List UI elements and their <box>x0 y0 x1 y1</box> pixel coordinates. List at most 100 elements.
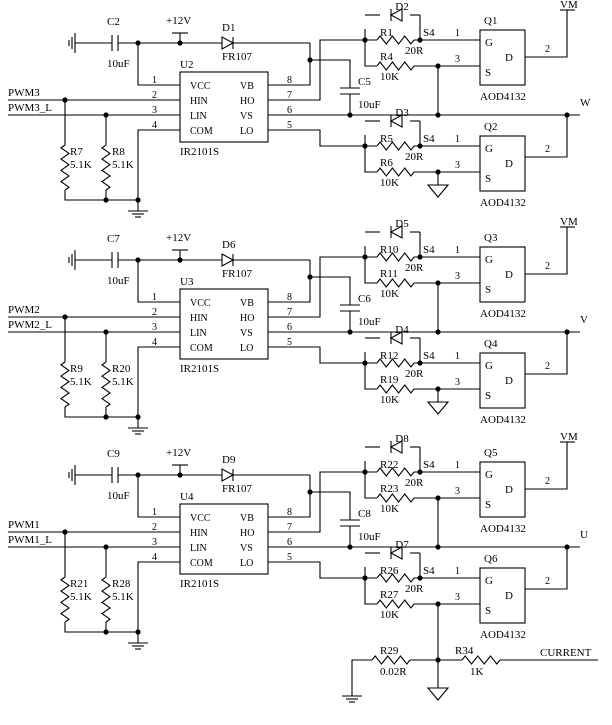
driver-pin-number: 2 <box>152 90 157 101</box>
resistor-zigzag <box>376 167 415 177</box>
resistor-value: 20R <box>405 45 424 57</box>
wire <box>137 561 180 637</box>
driver-pin-number: 1 <box>152 292 157 303</box>
wire <box>268 561 340 579</box>
wire <box>364 146 377 173</box>
ground-icon <box>128 205 148 218</box>
diode-body <box>389 440 403 454</box>
wire <box>137 475 180 518</box>
diode-body <box>221 36 235 50</box>
resistor-value: 20R <box>405 368 424 380</box>
driver-pin-name: LIN <box>190 543 207 554</box>
gate-discharge-diode <box>389 440 403 454</box>
wire <box>310 276 351 305</box>
diode-ref: D2 <box>395 1 408 13</box>
fet-pin-s: S <box>485 173 491 185</box>
fet-pin-d: D <box>505 269 513 281</box>
resistor-zigzag <box>376 252 415 262</box>
pwm-pulldown-resistor <box>101 361 111 408</box>
supply-label: +12V <box>166 232 191 244</box>
resistor-value: 0.02R <box>380 666 407 678</box>
fet-pin-d: D <box>505 52 513 64</box>
diode-body <box>389 8 403 22</box>
switch-ref: S4 <box>423 244 435 256</box>
ground-icon <box>128 637 148 650</box>
resistor-value: 5.1K <box>70 591 92 603</box>
pwm-high-net: PWM3 <box>8 87 40 99</box>
driver-pin-name: COM <box>190 558 213 569</box>
resistor-ref: R21 <box>70 578 88 590</box>
supply-label: +12V <box>166 447 191 459</box>
resistor-ref: R23 <box>380 483 399 495</box>
wire <box>64 190 138 201</box>
wire <box>268 129 340 147</box>
junction-dot <box>435 495 441 501</box>
wire <box>364 257 377 284</box>
gate-discharge-diode <box>389 8 403 22</box>
driver-pin-number: 1 <box>152 507 157 518</box>
resistor-zigzag <box>376 384 415 394</box>
resistor-zigzag <box>371 655 411 665</box>
wire <box>364 40 377 67</box>
diode-ref: D5 <box>395 218 409 230</box>
resistor-zigzag <box>101 361 111 408</box>
diode-ref: D6 <box>222 239 236 251</box>
fet-pin-d: D <box>505 484 513 496</box>
fet-pin-number: 3 <box>455 486 460 497</box>
gate-pulldown-resistor <box>376 167 415 177</box>
fet-pin-s: S <box>485 67 491 79</box>
diode-value: FR107 <box>222 483 252 495</box>
fet-pin-number: 2 <box>545 576 550 587</box>
wire <box>268 471 340 533</box>
pwm-high-net: PWM2 <box>8 304 40 316</box>
fet-pin-number: 3 <box>455 592 460 603</box>
phase-output-net: U <box>580 529 588 541</box>
gate-pulldown-resistor <box>376 599 415 609</box>
gate-resistor <box>376 141 415 151</box>
junction-dot <box>417 254 423 260</box>
wire <box>364 363 377 390</box>
driver-part-number: IR2101S <box>180 363 219 375</box>
gate-resistor <box>376 358 415 368</box>
gate-discharge-diode <box>389 331 403 345</box>
junction-dot <box>417 575 423 581</box>
wire <box>364 578 377 605</box>
wire <box>525 332 568 375</box>
driver-pin-name: VCC <box>190 81 211 92</box>
resistor-zigzag <box>60 576 70 623</box>
driver-pin-name: HIN <box>190 96 208 107</box>
fet-part-number: AOD4132 <box>480 91 526 103</box>
driver-pin-number: 2 <box>152 522 157 533</box>
switch-ref: S4 <box>423 133 435 145</box>
junction-dot <box>417 360 423 366</box>
resistor-zigzag <box>376 141 415 151</box>
resistor-value: 10K <box>380 71 399 83</box>
junction-dot <box>417 143 423 149</box>
diode-ref: D9 <box>222 454 236 466</box>
fet-pin-number: 1 <box>455 351 460 362</box>
resistor-value: 5.1K <box>112 159 134 171</box>
wire <box>340 246 366 258</box>
driver-pin-number: 3 <box>152 322 157 333</box>
fet-pin-s: S <box>485 605 491 617</box>
fet-ref: Q6 <box>484 553 498 565</box>
driver-pin-name: HIN <box>190 528 208 539</box>
diode-ref: D8 <box>395 433 409 445</box>
junction-dot <box>103 197 109 203</box>
fet-ref: Q5 <box>484 447 498 459</box>
junction-dot <box>435 601 441 607</box>
driver-pin-name: LIN <box>190 328 207 339</box>
fet-part-number: AOD4132 <box>480 523 526 535</box>
resistor-ref: R6 <box>380 157 393 169</box>
ground-icon <box>426 687 450 701</box>
diode-ref: D7 <box>395 539 409 551</box>
ground-icon <box>68 250 76 270</box>
wire <box>340 567 366 579</box>
capacitor-value: 10uF <box>107 58 130 70</box>
junction-dot <box>103 629 109 635</box>
driver-pin-number: 6 <box>287 322 292 333</box>
